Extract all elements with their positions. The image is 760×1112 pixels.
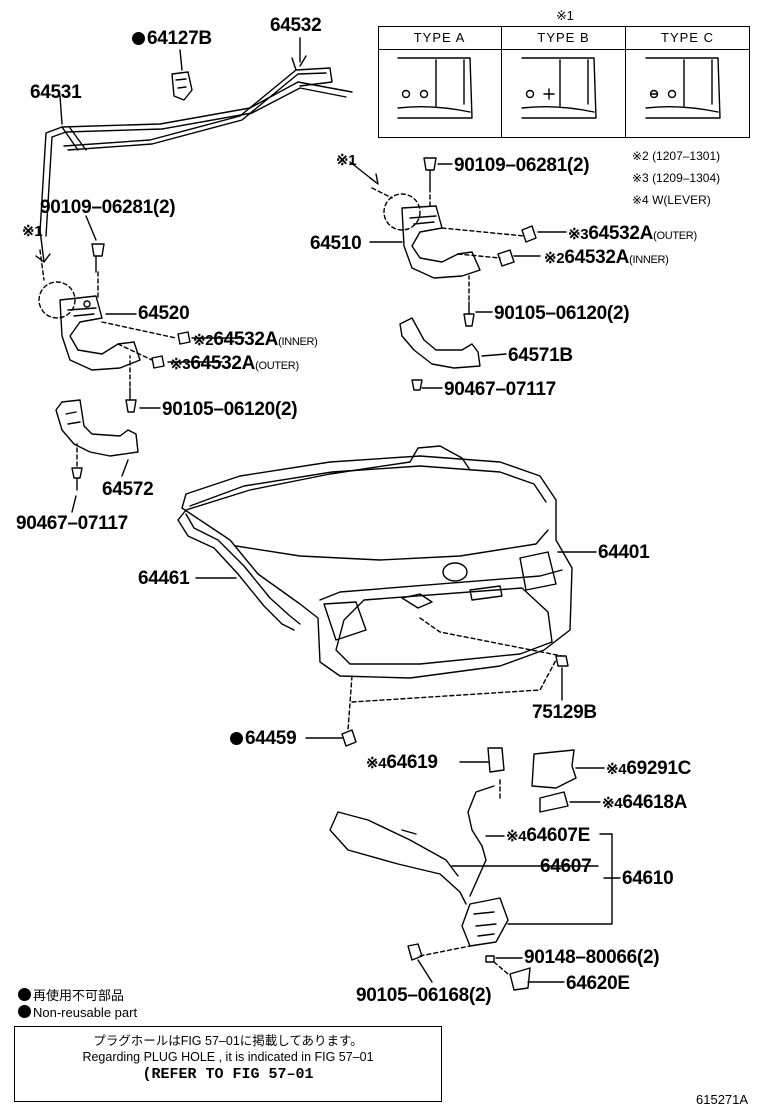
type-table-marker: ※1 bbox=[556, 8, 574, 23]
label-90467-right: 90467–07117 bbox=[444, 379, 556, 400]
label-75129B: 75129B bbox=[532, 702, 597, 723]
type-c-thumbnail bbox=[645, 57, 721, 119]
type-b-cell: TYPE B bbox=[501, 27, 625, 137]
label-64531: 64531 bbox=[30, 82, 82, 103]
plug-64459 bbox=[341, 729, 357, 747]
note-3: ※3 (1209–1304) bbox=[632, 171, 721, 185]
marker-1-left: ※1 bbox=[22, 223, 43, 240]
hinge-64572 bbox=[55, 399, 139, 457]
cable-64607 bbox=[329, 785, 495, 905]
note-2: ※2 (1207–1301) bbox=[632, 149, 721, 163]
non-reusable-dot-icon bbox=[132, 32, 145, 45]
label-64610: 64610 bbox=[622, 868, 674, 889]
lever-parts bbox=[487, 747, 577, 813]
label-64532: 64532 bbox=[270, 15, 322, 36]
type-a-cell: TYPE A bbox=[377, 27, 502, 137]
note-4: ※4 W(LEVER) bbox=[632, 193, 711, 207]
label-64571B: 64571B bbox=[508, 345, 573, 366]
type-b-thumbnail bbox=[521, 57, 597, 119]
label-64532A-outer-right: ※364532A(OUTER) bbox=[568, 223, 697, 244]
label-90467-left: 90467–07117 bbox=[16, 513, 128, 534]
hinge-64510 bbox=[383, 193, 481, 279]
bolts-lock bbox=[407, 943, 531, 991]
type-a-header: TYPE A bbox=[377, 27, 502, 50]
dashed-leaders-right bbox=[371, 187, 525, 301]
solid-leaders-lid bbox=[195, 551, 597, 739]
type-b-header: TYPE B bbox=[502, 27, 625, 50]
solid-leaders-left bbox=[35, 215, 245, 513]
dashed-leaders-lid bbox=[347, 617, 563, 731]
hinge-64571B bbox=[399, 317, 481, 369]
label-90105-06120-left: 90105–06120(2) bbox=[162, 399, 298, 420]
latch-64610 bbox=[461, 897, 509, 947]
figure-id: 615271A bbox=[696, 1092, 749, 1107]
label-64520: 64520 bbox=[138, 303, 190, 324]
non-reusable-dot-icon bbox=[230, 732, 243, 745]
label-64618A: ※464618A bbox=[602, 792, 688, 813]
label-64607: 64607 bbox=[540, 856, 592, 877]
reference-jp: プラグホールはFIG 57–01に掲載してあります。 bbox=[93, 1034, 363, 1048]
clip-64127B bbox=[171, 71, 193, 101]
label-90109-right: 90109–06281(2) bbox=[454, 155, 590, 176]
dashed-leaders-lock bbox=[419, 779, 509, 975]
solid-leaders-right bbox=[349, 161, 567, 389]
type-a-thumbnail bbox=[397, 57, 473, 119]
type-table: TYPE A TYPE B TYPE C bbox=[377, 26, 750, 138]
label-64532A-outer-left: ※364532A(OUTER) bbox=[170, 353, 299, 374]
label-64127B: 64127B bbox=[132, 29, 212, 48]
leader-lines-top bbox=[59, 37, 301, 125]
legend-jp: 再使用不可部品 bbox=[18, 985, 124, 1004]
weatherstrip-64461 bbox=[177, 445, 471, 631]
bolts-left bbox=[71, 243, 191, 491]
label-64401: 64401 bbox=[598, 542, 650, 563]
type-c-header: TYPE C bbox=[626, 27, 749, 50]
trunk-lid-64401 bbox=[181, 455, 573, 679]
type-c-cell: TYPE C bbox=[625, 27, 749, 137]
torsion-bar-64531 bbox=[39, 81, 353, 237]
hinge-64520 bbox=[38, 281, 141, 371]
label-64532A-inner-right: ※264532A(INNER) bbox=[544, 247, 669, 268]
marker-1-right: ※1 bbox=[336, 152, 357, 169]
label-64510: 64510 bbox=[310, 233, 362, 254]
leaders-lock bbox=[417, 761, 621, 983]
label-69291C: ※469291C bbox=[606, 758, 692, 779]
reference-box: プラグホールはFIG 57–01に掲載してあります。 Regarding PLU… bbox=[14, 1026, 442, 1102]
label-64572: 64572 bbox=[102, 479, 154, 500]
label-64461: 64461 bbox=[138, 568, 190, 589]
grommet-75129B bbox=[555, 655, 569, 667]
label-90148: 90148–80066(2) bbox=[524, 947, 660, 968]
reference-en: Regarding PLUG HOLE , it is indicated in… bbox=[82, 1050, 374, 1064]
dashed-leaders-left bbox=[39, 249, 177, 467]
bolts-right bbox=[411, 157, 537, 391]
legend-en: Non-reusable part bbox=[18, 1005, 137, 1020]
label-64620E: 64620E bbox=[566, 973, 630, 994]
label-64619: ※464619 bbox=[366, 752, 438, 773]
non-reusable-dot-icon bbox=[18, 988, 31, 1001]
label-90105-06120-right: 90105–06120(2) bbox=[494, 303, 630, 324]
label-90105-06168: 90105–06168(2) bbox=[356, 985, 492, 1006]
reference-fig-link[interactable]: (REFER TO FIG 57–01 bbox=[142, 1066, 314, 1083]
label-64607E: ※464607E bbox=[506, 825, 591, 846]
label-64459: 64459 bbox=[230, 729, 297, 748]
label-90109-left: 90109–06281(2) bbox=[40, 197, 176, 218]
torsion-bar-64532 bbox=[63, 55, 333, 151]
non-reusable-dot-icon bbox=[18, 1005, 31, 1018]
label-64532A-inner-left: ※264532A(INNER) bbox=[193, 329, 318, 350]
